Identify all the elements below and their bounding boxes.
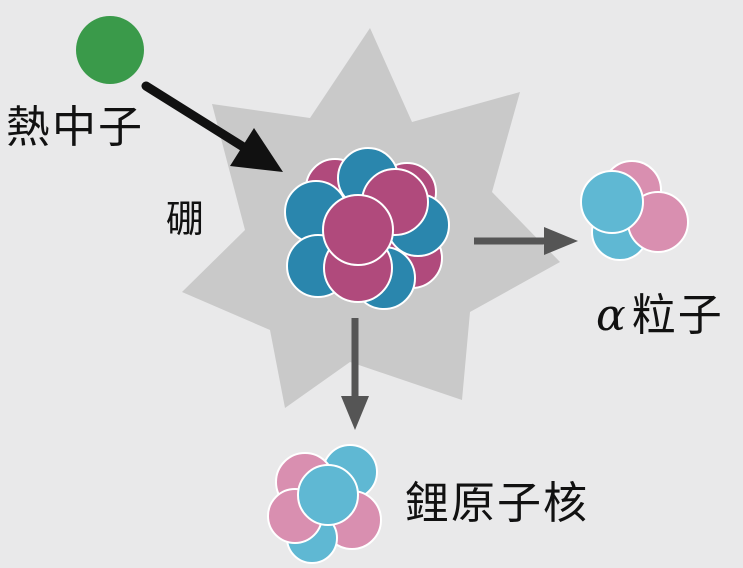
alpha-particle-label: α粒子 <box>596 294 724 338</box>
alpha-symbol: α <box>596 290 628 341</box>
lithium-emission-arrow <box>341 318 369 430</box>
alpha-particle <box>580 160 689 261</box>
lithium-nucleus-label: 鋰原子核 <box>405 478 589 529</box>
alpha-emission-arrow <box>474 227 578 255</box>
thermal-neutron-label: 熱中子 <box>6 102 144 153</box>
alpha-particle-text: 粒子 <box>631 290 724 341</box>
lithium-nucleus <box>267 444 382 564</box>
incoming-neutron-arrow <box>141 81 283 172</box>
thermal-neutron-particle <box>76 16 144 84</box>
boron-nucleus <box>284 147 450 310</box>
boron-label: 硼 <box>166 197 205 241</box>
